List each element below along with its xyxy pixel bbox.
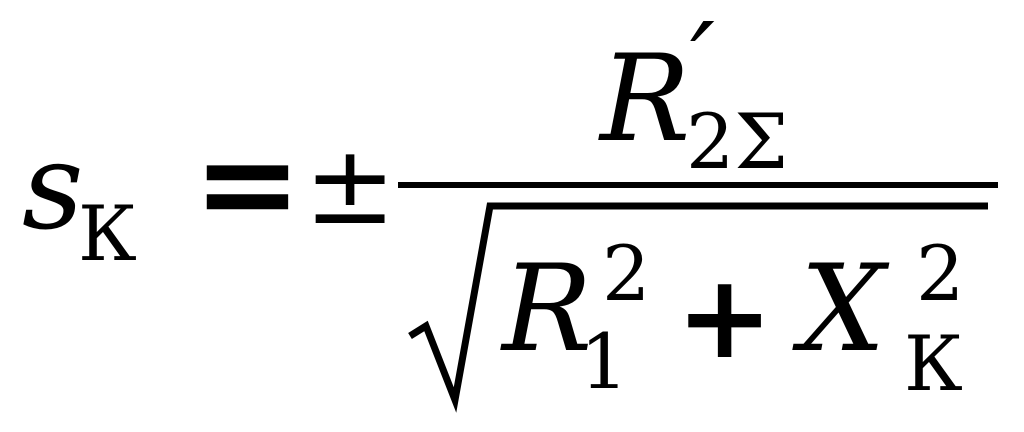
lhs-variable: s	[22, 118, 84, 257]
equals-sign: =	[193, 107, 302, 259]
plus-sign: +	[676, 250, 774, 385]
lhs-subscript: К	[78, 189, 137, 278]
denominator-term1-superscript: 2	[602, 229, 651, 318]
denominator-term2-subscript: К	[904, 319, 963, 408]
plus-minus-sign: ±	[304, 121, 397, 249]
numerator-subscript: 2Σ	[686, 97, 789, 186]
denominator-term1-subscript: 1	[580, 317, 629, 406]
denominator-term1-variable: R	[502, 240, 593, 379]
numerator-variable: R	[600, 30, 691, 169]
numerator-prime: ′	[690, 0, 715, 127]
denominator-term2-superscript: 2	[916, 229, 965, 318]
denominator-term2-variable: X	[800, 240, 886, 379]
fraction-bar	[398, 182, 998, 188]
